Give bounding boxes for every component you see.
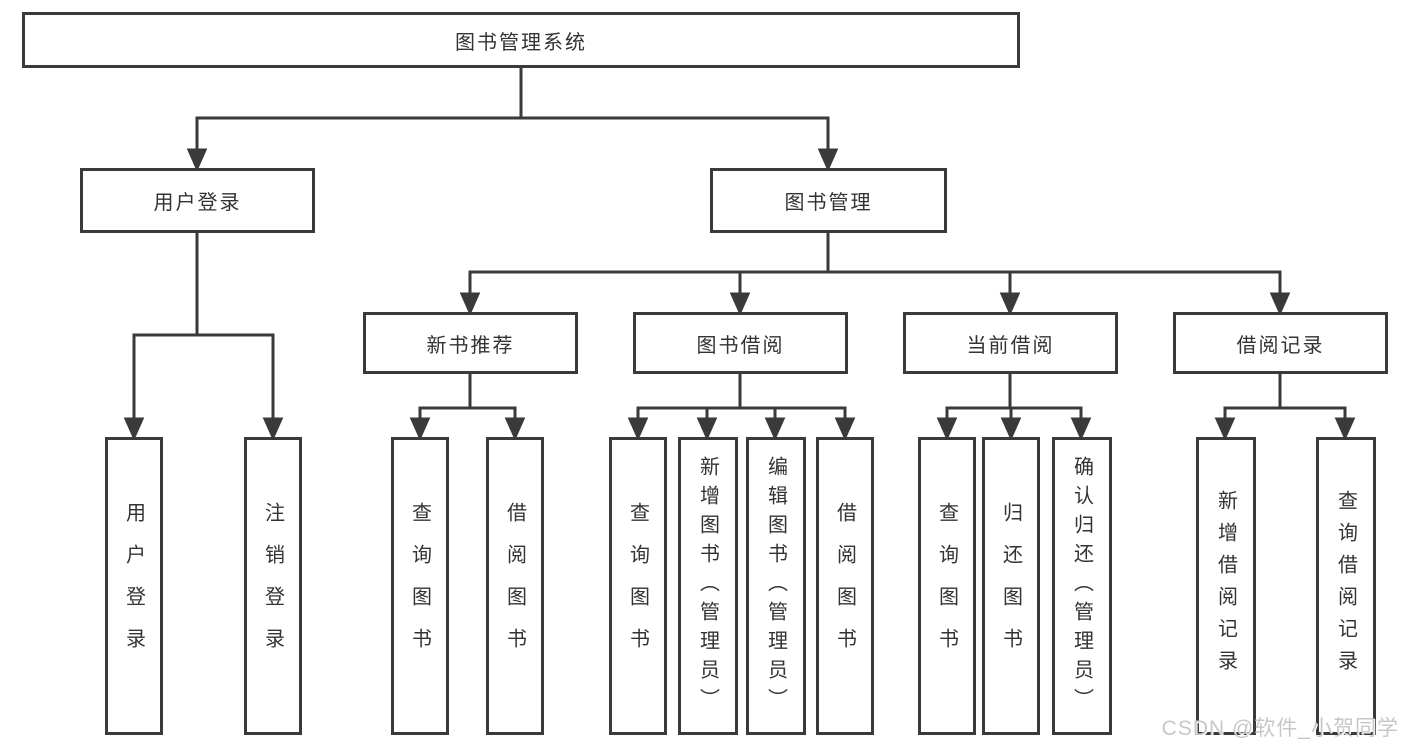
leaf-label: 借阅图书 [833, 502, 856, 670]
node-root-label: 图书管理系统 [455, 31, 587, 54]
leaf-logout: 注销登录 [244, 437, 302, 735]
leaf-label: 新增图书（管理员） [696, 455, 719, 717]
csdn-watermark: CSDN @软件_小贺同学 [1161, 717, 1399, 740]
node-label: 用户登录 [153, 192, 242, 214]
leaf-query-books-current: 查询图书 [918, 437, 976, 735]
leaf-label: 归还图书 [999, 502, 1022, 670]
node-user-login-module: 用户登录 [80, 168, 315, 233]
leaf-borrow-books-recommend: 借阅图书 [486, 437, 544, 735]
leaf-label: 借阅图书 [503, 502, 526, 670]
node-label: 图书借阅 [696, 334, 785, 357]
node-label: 图书管理 [784, 192, 873, 214]
node-label: 当前借阅 [966, 334, 1055, 357]
node-label: 借阅记录 [1236, 334, 1325, 357]
node-label: 新书推荐 [426, 334, 515, 357]
node-current-borrow: 当前借阅 [903, 312, 1118, 374]
node-borrow-records: 借阅记录 [1173, 312, 1388, 374]
leaf-label: 查询图书 [626, 502, 649, 670]
leaf-query-books-borrow: 查询图书 [609, 437, 667, 735]
leaf-label: 新增借阅记录 [1214, 490, 1237, 682]
leaf-return-book: 归还图书 [982, 437, 1040, 735]
leaf-borrow-book: 借阅图书 [816, 437, 874, 735]
leaf-add-book-admin: 新增图书（管理员） [678, 437, 738, 735]
node-new-book-recommend: 新书推荐 [363, 312, 578, 374]
leaf-label: 查询图书 [935, 502, 958, 670]
node-root-system: 图书管理系统 [22, 12, 1020, 68]
leaf-user-login: 用户登录 [105, 437, 163, 735]
leaf-edit-book-admin: 编辑图书（管理员） [746, 437, 806, 735]
leaf-label: 编辑图书（管理员） [764, 455, 787, 717]
node-book-borrow: 图书借阅 [633, 312, 848, 374]
leaf-confirm-return-admin: 确认归还（管理员） [1052, 437, 1112, 735]
leaf-label: 查询借阅记录 [1334, 490, 1357, 682]
leaf-query-books-recommend: 查询图书 [391, 437, 449, 735]
leaf-label: 用户登录 [122, 502, 145, 670]
leaf-label: 确认归还（管理员） [1070, 455, 1093, 717]
leaf-label: 注销登录 [261, 502, 284, 670]
node-book-management-module: 图书管理 [710, 168, 947, 233]
leaf-add-borrow-record: 新增借阅记录 [1196, 437, 1256, 735]
leaf-label: 查询图书 [408, 502, 431, 670]
leaf-query-borrow-record: 查询借阅记录 [1316, 437, 1376, 735]
